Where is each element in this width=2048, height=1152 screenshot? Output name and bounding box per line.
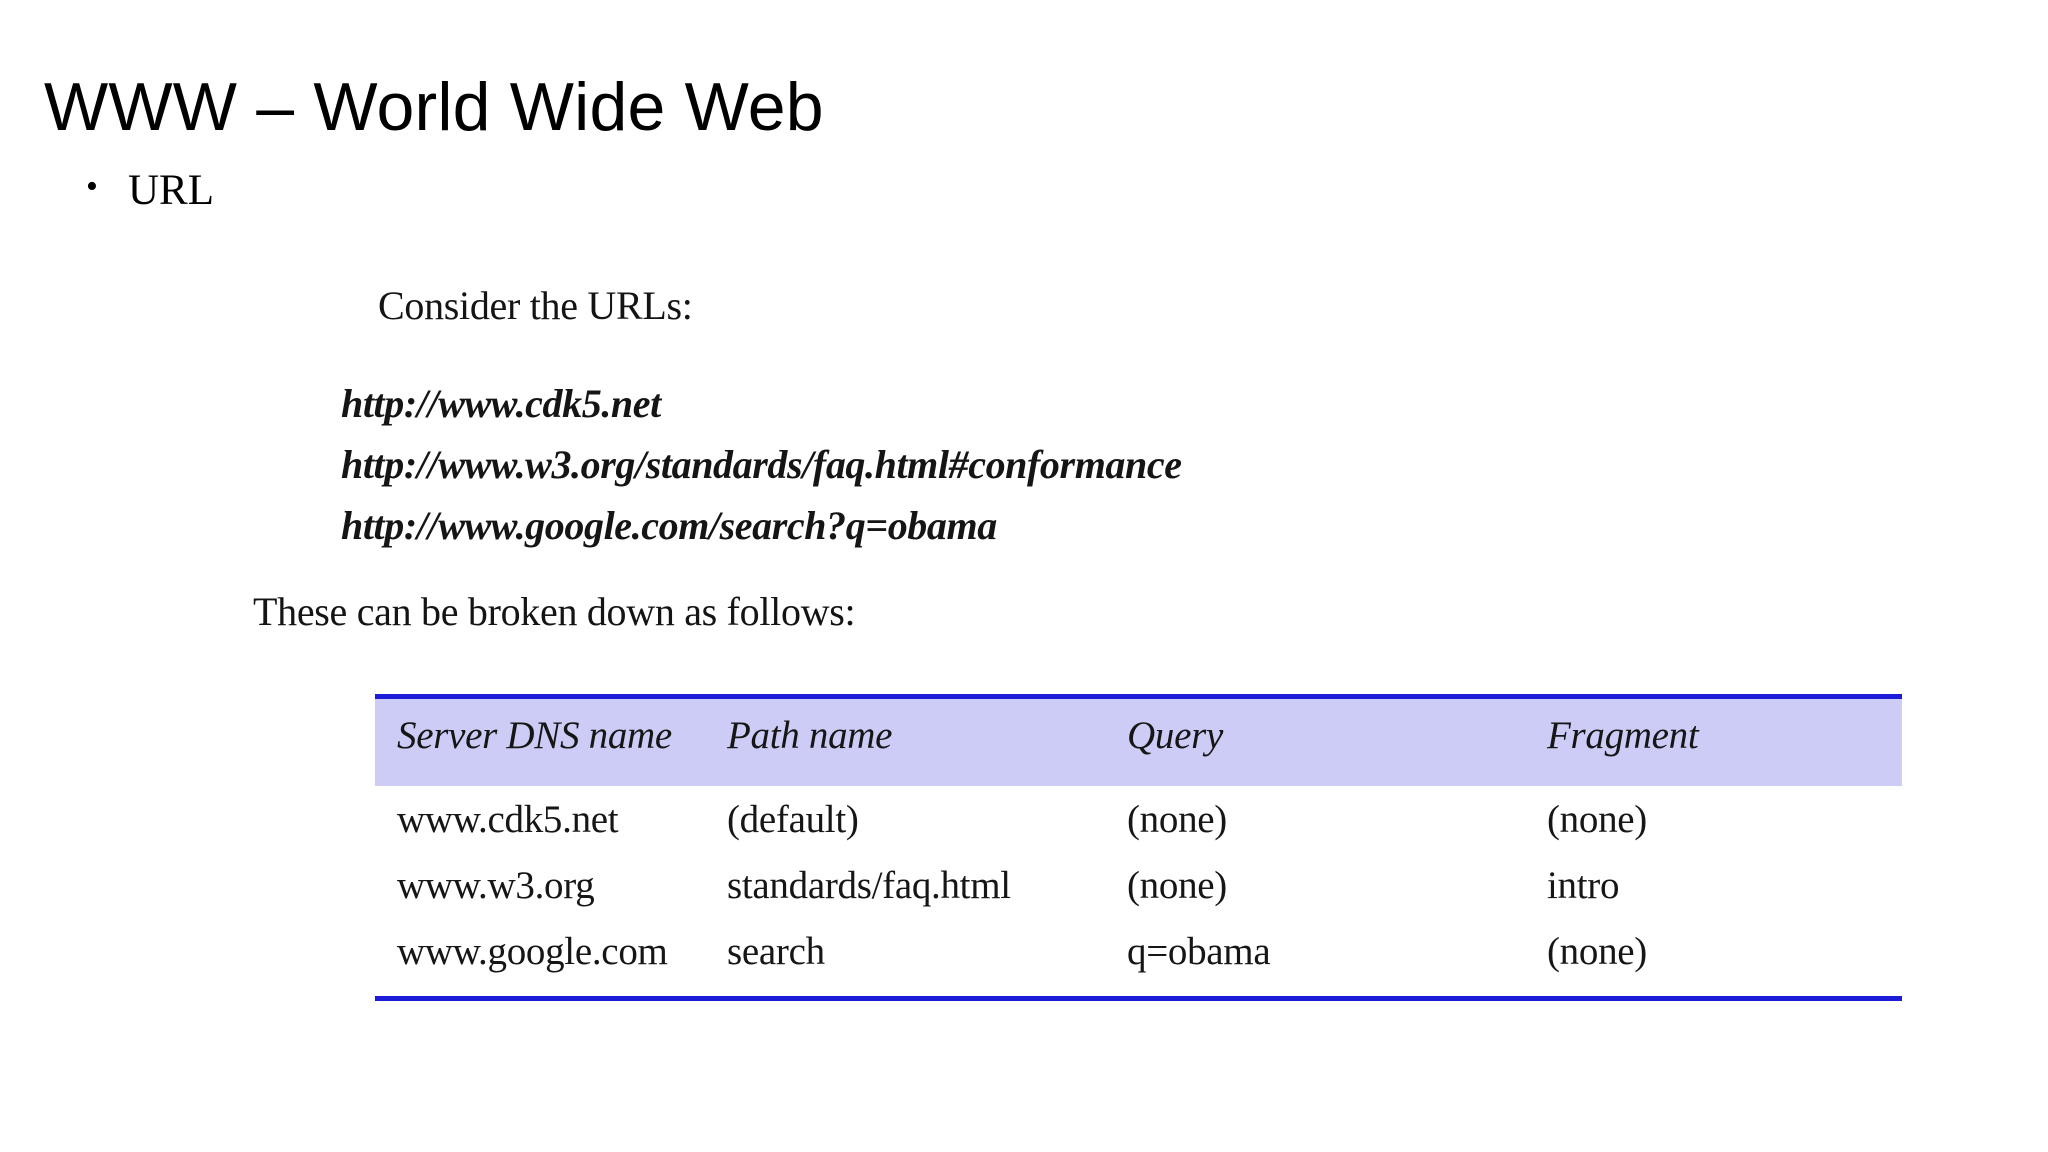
figure-note-text: These can be broken down as follows: bbox=[253, 589, 856, 634]
cell-path-name: standards/faq.html bbox=[727, 852, 1127, 918]
example-url-list: http://www.cdk5.net http://www.w3.org/st… bbox=[341, 373, 1182, 556]
list-item: http://www.cdk5.net bbox=[341, 381, 661, 426]
cell-path-name: search bbox=[727, 918, 1127, 1001]
cell-path-name: (default) bbox=[727, 786, 1127, 852]
table-row: www.w3.org standards/faq.html (none) int… bbox=[375, 852, 1902, 918]
table-header: Server DNS name Path name Query Fragment bbox=[375, 696, 1902, 786]
page-title: WWW – World Wide Web bbox=[44, 68, 824, 145]
url-breakdown-table-wrapper: Server DNS name Path name Query Fragment… bbox=[375, 694, 1902, 1001]
table-row: www.cdk5.net (default) (none) (none) bbox=[375, 786, 1902, 852]
bullet-list: URL bbox=[86, 164, 214, 215]
cell-fragment: (none) bbox=[1547, 786, 1902, 852]
cell-query: (none) bbox=[1127, 786, 1547, 852]
cell-fragment: intro bbox=[1547, 852, 1902, 918]
bullet-item-label: URL bbox=[128, 167, 214, 214]
list-item: http://www.google.com/search?q=obama bbox=[341, 503, 997, 548]
cell-server-dns-name: www.w3.org bbox=[375, 852, 727, 918]
url-breakdown-table: Server DNS name Path name Query Fragment… bbox=[375, 694, 1902, 1001]
cell-server-dns-name: www.cdk5.net bbox=[375, 786, 727, 852]
table-row: www.google.com search q=obama (none) bbox=[375, 918, 1902, 1001]
column-header-fragment: Fragment bbox=[1547, 714, 1699, 757]
cell-query: q=obama bbox=[1127, 918, 1547, 1001]
cell-query: (none) bbox=[1127, 852, 1547, 918]
table-header-row: Server DNS name Path name Query Fragment bbox=[375, 696, 1902, 786]
bullet-item-url: URL bbox=[86, 164, 214, 215]
cell-fragment: (none) bbox=[1547, 918, 1902, 1001]
list-item: http://www.w3.org/standards/faq.html#con… bbox=[341, 442, 1182, 487]
column-header-path-name: Path name bbox=[727, 714, 893, 757]
column-header-query: Query bbox=[1127, 714, 1223, 757]
figure-intro-text: Consider the URLs: bbox=[378, 283, 693, 328]
column-header-server-dns-name: Server DNS name bbox=[397, 714, 672, 757]
table-body: www.cdk5.net (default) (none) (none) www… bbox=[375, 786, 1902, 1001]
cell-server-dns-name: www.google.com bbox=[375, 918, 727, 1001]
